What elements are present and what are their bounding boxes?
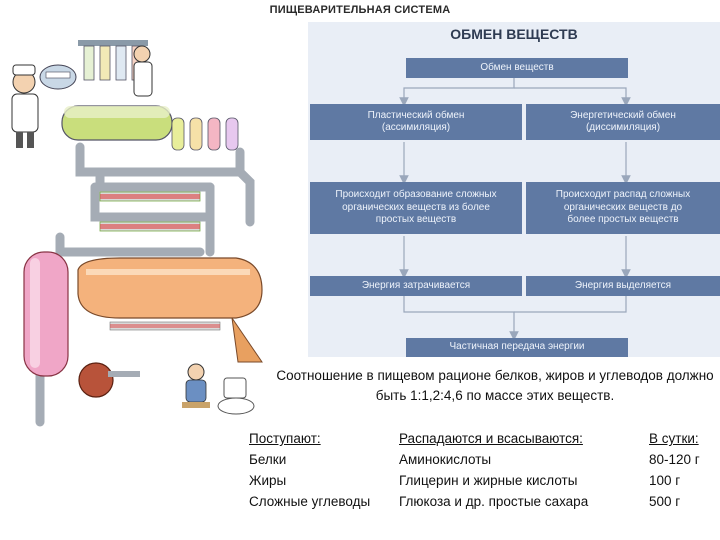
diagram-connectors	[399, 78, 631, 341]
cell-daily-amount: 100 г	[649, 473, 681, 488]
slide-title: ПИЩЕВАРИТЕЛЬНАЯ СИСТЕМА	[269, 4, 451, 16]
table-row: Белки Аминокислоты 80-120 г	[249, 449, 719, 470]
box-synthesis-process: Происходит образование сложных органичес…	[310, 182, 522, 234]
pink-tank	[23, 251, 69, 377]
chef-figure	[11, 64, 39, 148]
ratio-text: Соотношение в пищевом рационе белков, жи…	[276, 368, 714, 403]
header-absorbed: Распадаются и всасываются:	[399, 431, 583, 446]
heater-grids	[99, 191, 201, 232]
table-row: Сложные углеводы Глюкоза и др. простые с…	[249, 491, 719, 512]
intake-table: Поступают: Распадаются и всасываются: В …	[249, 428, 719, 512]
box-energy-exchange: Энергетический обмен (диссимиляция)	[526, 104, 720, 140]
cell-product: Глюкоза и др. простые сахара	[399, 494, 589, 509]
test-tubes	[171, 117, 239, 151]
cell-nutrient: Сложные углеводы	[249, 494, 371, 509]
box-plastic-exchange: Пластический обмен (ассимиляция)	[310, 104, 522, 140]
cell-daily-amount: 500 г	[649, 494, 681, 509]
box-energy-transfer: Частичная передача энергии	[406, 338, 628, 357]
box-energy-consumed: Энергия затрачивается	[310, 276, 522, 296]
seated-worker	[182, 363, 210, 408]
header-daily: В сутки:	[649, 431, 699, 446]
cell-product: Глицерин и жирные кислоты	[399, 473, 578, 488]
mouth-unit	[39, 64, 77, 90]
red-bulb	[78, 362, 140, 398]
cell-daily-amount: 80-120 г	[649, 452, 700, 467]
header-intake: Поступают:	[249, 431, 321, 446]
diagram-title: ОБМЕН ВЕЩЕСТВ	[450, 26, 578, 42]
lower-grid	[109, 321, 221, 331]
cell-nutrient: Белки	[249, 452, 287, 467]
box-energy-released: Энергия выделяется	[526, 276, 720, 296]
table-row: Жиры Глицерин и жирные кислоты 100 г	[249, 470, 719, 491]
digestive-factory-illustration	[11, 40, 263, 427]
toilet	[217, 377, 255, 415]
scientist-figure	[133, 45, 153, 97]
stomach-vessel	[61, 105, 173, 141]
box-root: Обмен веществ	[406, 58, 628, 78]
table-header-row: Поступают: Распадаются и всасываются: В …	[249, 428, 719, 449]
cell-nutrient: Жиры	[249, 473, 287, 488]
intestine-tank	[77, 257, 263, 363]
metabolism-diagram: ОБМЕН ВЕЩЕСТВ Обмен веществ Пластический…	[308, 22, 720, 357]
cell-product: Аминокислоты	[399, 452, 492, 467]
box-breakdown-process: Происходит распад сложных органических в…	[526, 182, 720, 234]
